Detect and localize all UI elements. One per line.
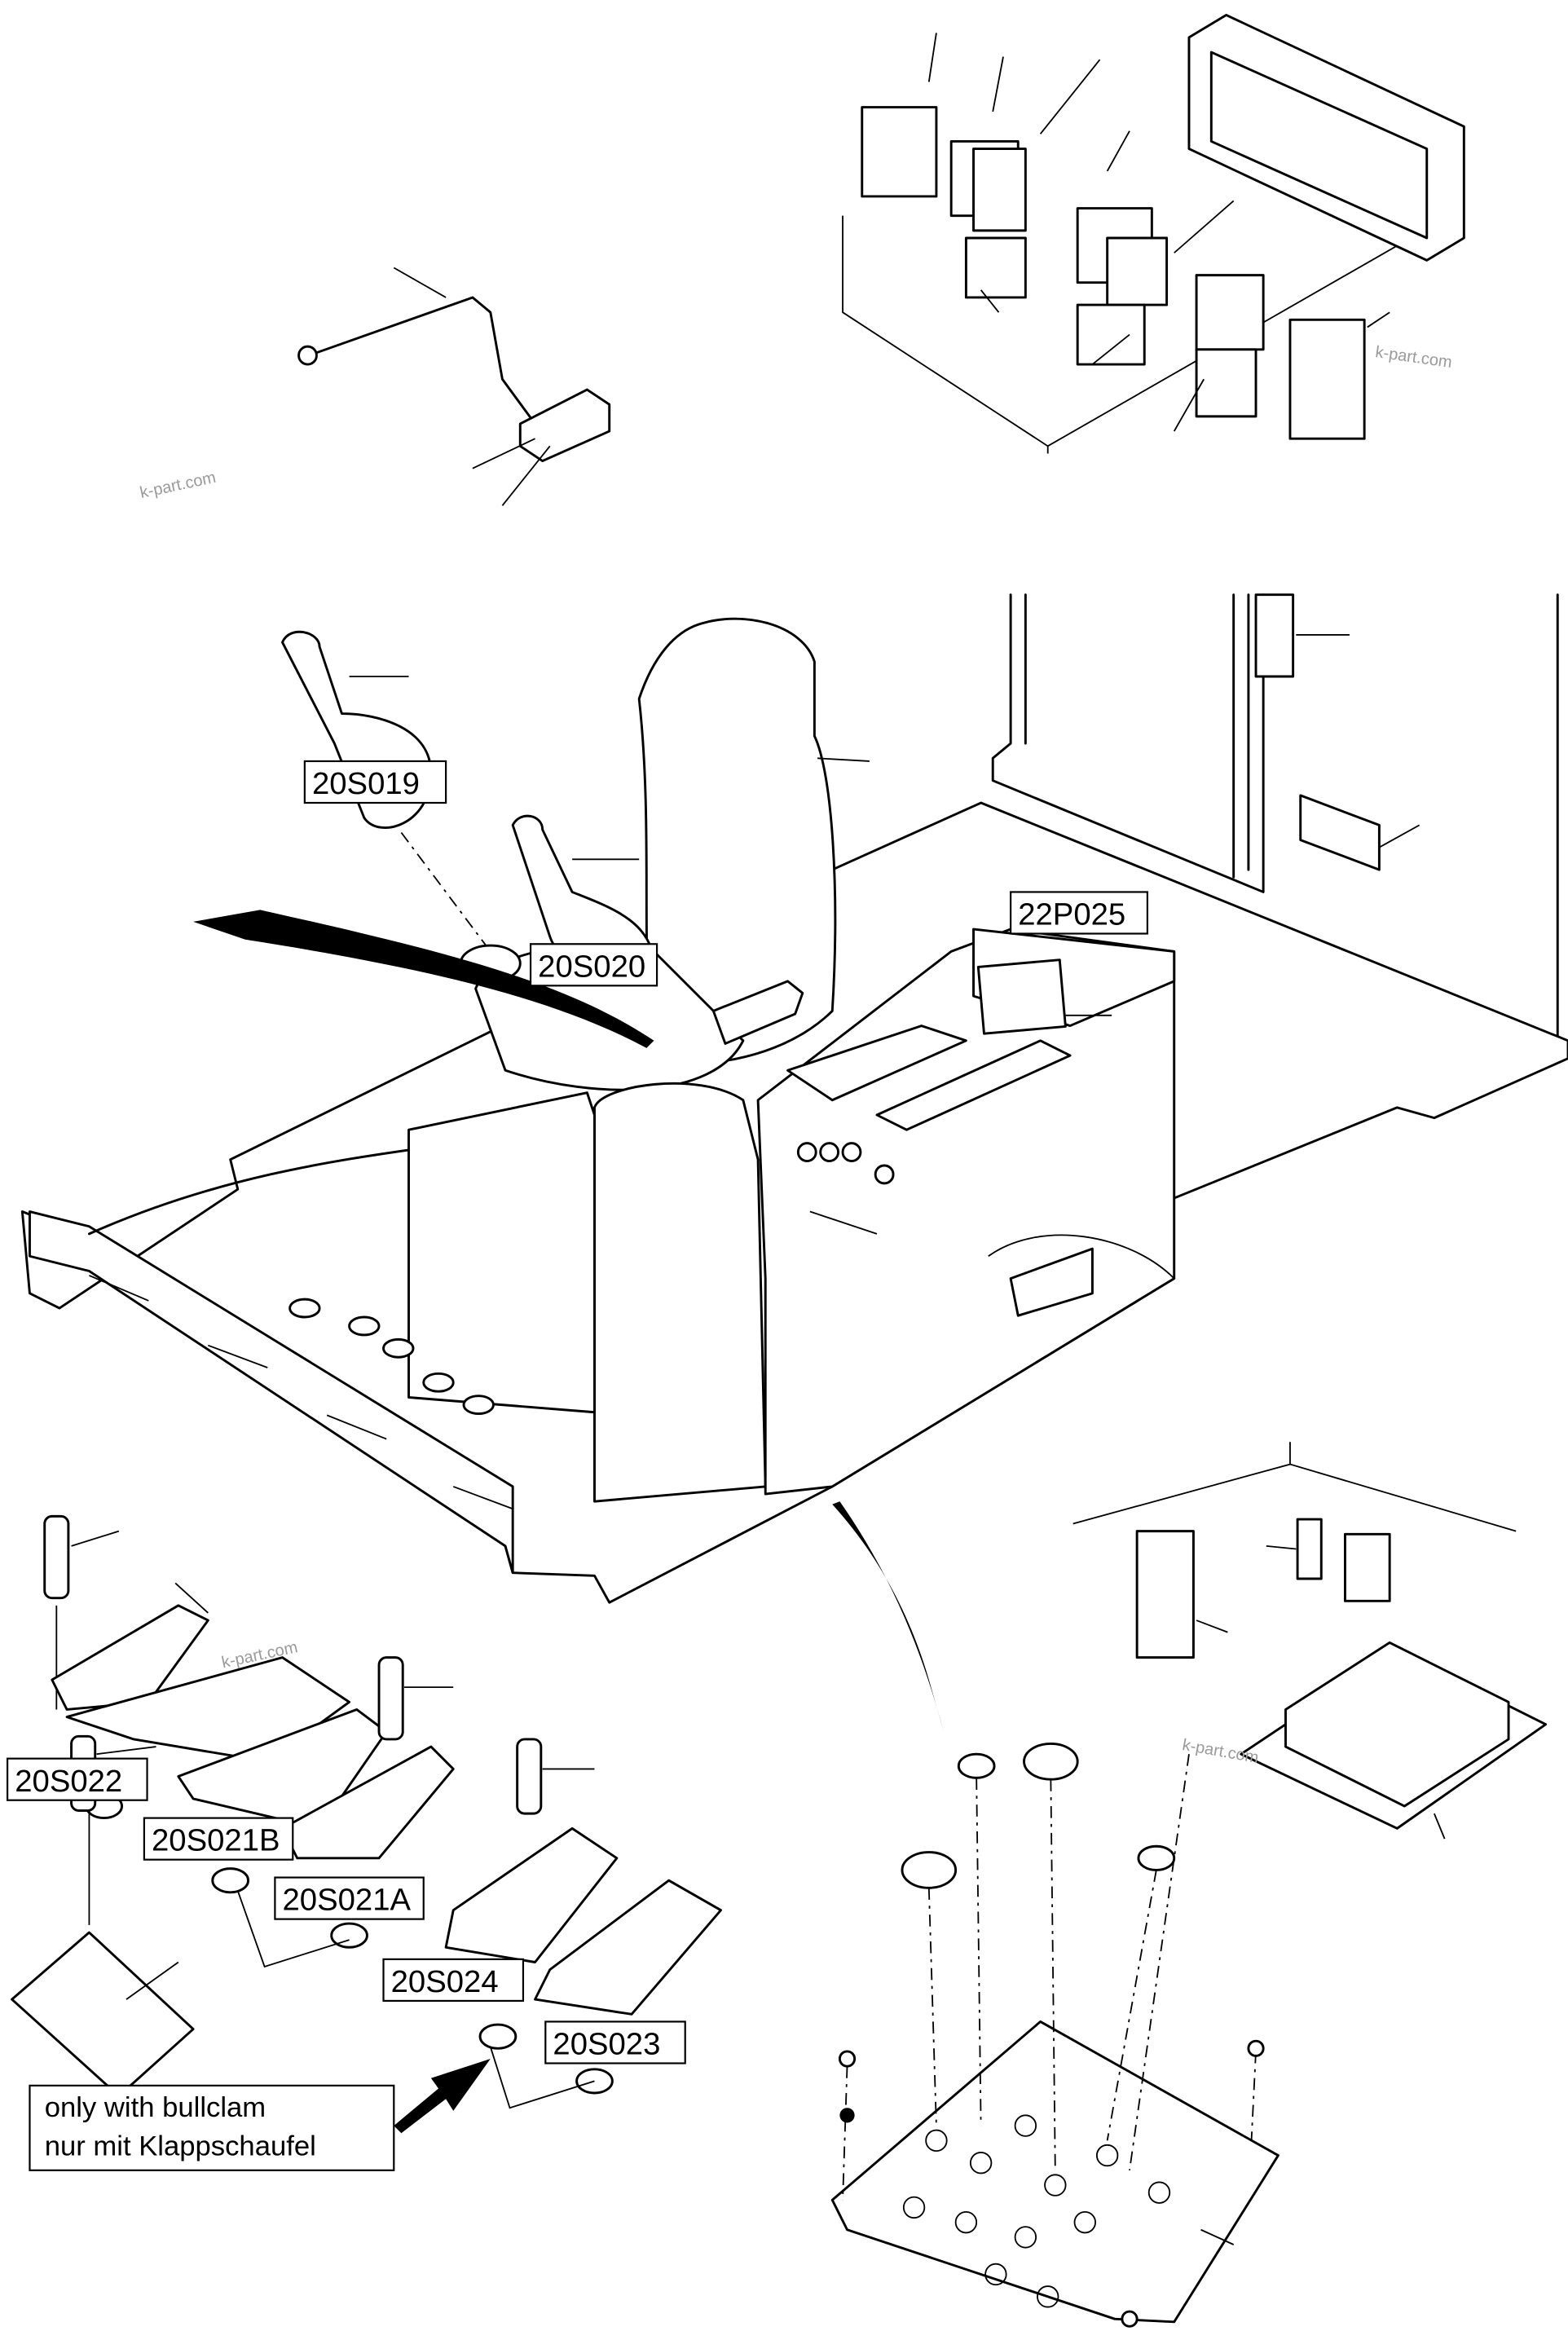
label-20s021a: 20S021A — [274, 1876, 425, 1920]
label-text: 20S020 — [538, 949, 645, 984]
floor-control-panel — [288, 1091, 596, 1416]
switch-box-group — [1072, 1442, 1548, 1840]
watermark: k-part.com — [139, 469, 218, 502]
watermark: k-part.com — [1374, 343, 1453, 372]
label-text: 20S024 — [391, 1964, 499, 1999]
label-20s022: 20S022 — [7, 1757, 148, 1801]
note-arrow-icon — [394, 2059, 491, 2134]
note-line-1: only with bullclam — [45, 2092, 266, 2123]
label-text: 22P025 — [1018, 897, 1125, 932]
watermark: k-part.com — [1181, 1736, 1260, 1767]
lever-assembly — [297, 267, 611, 506]
label-20s021b: 20S021B — [143, 1817, 294, 1861]
label-text: 20S022 — [15, 1764, 122, 1799]
label-text: 20S021A — [283, 1883, 412, 1918]
label-22p025: 22P025 — [1010, 891, 1148, 935]
label-20s024: 20S024 — [382, 1958, 525, 2003]
connector-group — [842, 13, 1465, 454]
label-20s020: 20S020 — [529, 943, 658, 987]
floor-plate — [830, 1742, 1280, 2328]
bullclam-note: only with bullclam nur mit Klappschaufel — [29, 2084, 395, 2171]
label-text: 20S019 — [312, 766, 420, 801]
note-line-2: nur mit Klappschaufel — [45, 2131, 316, 2162]
arrow-left-icon — [193, 910, 654, 1048]
label-text: 20S021B — [152, 1823, 280, 1858]
right-console — [593, 928, 1176, 1503]
label-20s023: 20S023 — [544, 2020, 686, 2064]
label-text: 20S023 — [553, 2027, 660, 2062]
arrow-down-icon — [832, 1501, 945, 1732]
label-20s019: 20S019 — [303, 760, 447, 804]
pedals — [11, 1514, 722, 2109]
